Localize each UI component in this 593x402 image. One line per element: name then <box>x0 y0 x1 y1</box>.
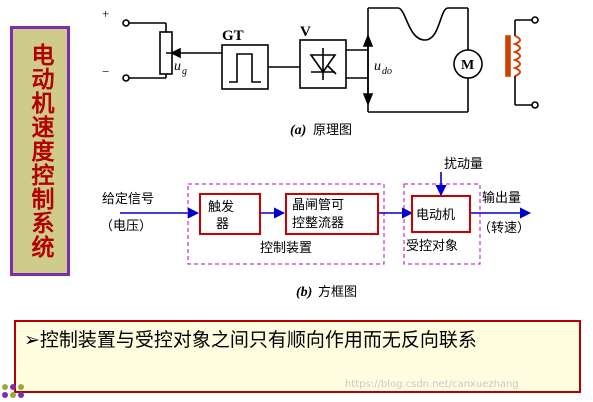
trigger-block <box>199 193 261 235</box>
caption-b-letter: (b) <box>296 285 312 300</box>
thyristor-rectifier-block <box>285 193 379 235</box>
gt-label: GT <box>222 28 244 44</box>
control-group-label: 控制装置 <box>260 241 312 256</box>
udo-sub: do <box>382 66 392 77</box>
note-text: 控制装置与受控对象之间只有顺向作用而无反向联系 <box>39 329 477 351</box>
motor-symbol <box>453 49 483 79</box>
output-label-1: 输出量 <box>482 190 521 206</box>
block-diagram <box>120 172 532 265</box>
caption-a-letter: (a) <box>290 123 306 138</box>
gt-block <box>221 44 269 90</box>
output-label-2: （转速） <box>478 221 530 236</box>
side-title: 电动机速度控制系统 <box>27 43 54 259</box>
plant-group-label: 受控对象 <box>406 239 458 254</box>
input-label-2: （电压） <box>100 219 152 234</box>
trigger-label-2: 器 <box>216 217 229 232</box>
control-group <box>187 183 385 265</box>
schematic <box>122 7 539 113</box>
plus-terminal <box>122 19 130 27</box>
ug-label: u <box>174 59 181 74</box>
minus-label: − <box>102 64 109 79</box>
udo-label: u <box>374 59 381 74</box>
schematic-labels: + − GT V u g u do M (a) 原理图 <box>102 6 474 138</box>
thyristor-block <box>299 39 347 89</box>
decorative-dots <box>0 382 40 402</box>
caption-a: 原理图 <box>313 123 352 138</box>
ug-sub: g <box>182 66 187 77</box>
block-labels: 给定信号 （电压） 触发 器 晶闸管可 控整流器 电动机 控制装置 受控对象 扰… <box>100 157 530 300</box>
bullet-arrow-icon: ➢ <box>24 329 40 351</box>
plant-group <box>403 183 481 265</box>
watermark: https://blog.csdn.net/canxuezhang <box>345 379 519 390</box>
control-diagram: + − GT V u g u do M (a) 原理图 给定信号 （电压） 触发… <box>100 6 539 300</box>
thyristor-label-1: 晶闸管可 <box>292 198 344 213</box>
side-title-box: 电动机速度控制系统 <box>10 26 70 276</box>
trigger-label-1: 触发 <box>208 199 234 215</box>
motor-block-label: 电动机 <box>416 208 455 223</box>
note-box: ➢控制装置与受控对象之间只有顺向作用而无反向联系 <box>14 320 581 393</box>
motor-block <box>411 195 471 233</box>
v-label: V <box>300 24 311 40</box>
plus-label: + <box>102 6 109 21</box>
input-label-1: 给定信号 <box>102 192 154 207</box>
disturbance-label: 扰动量 <box>444 157 483 172</box>
motor-label: M <box>461 58 474 73</box>
thyristor-label-2: 控整流器 <box>292 216 344 231</box>
minus-terminal <box>122 74 130 82</box>
caption-b: 方框图 <box>318 284 357 300</box>
